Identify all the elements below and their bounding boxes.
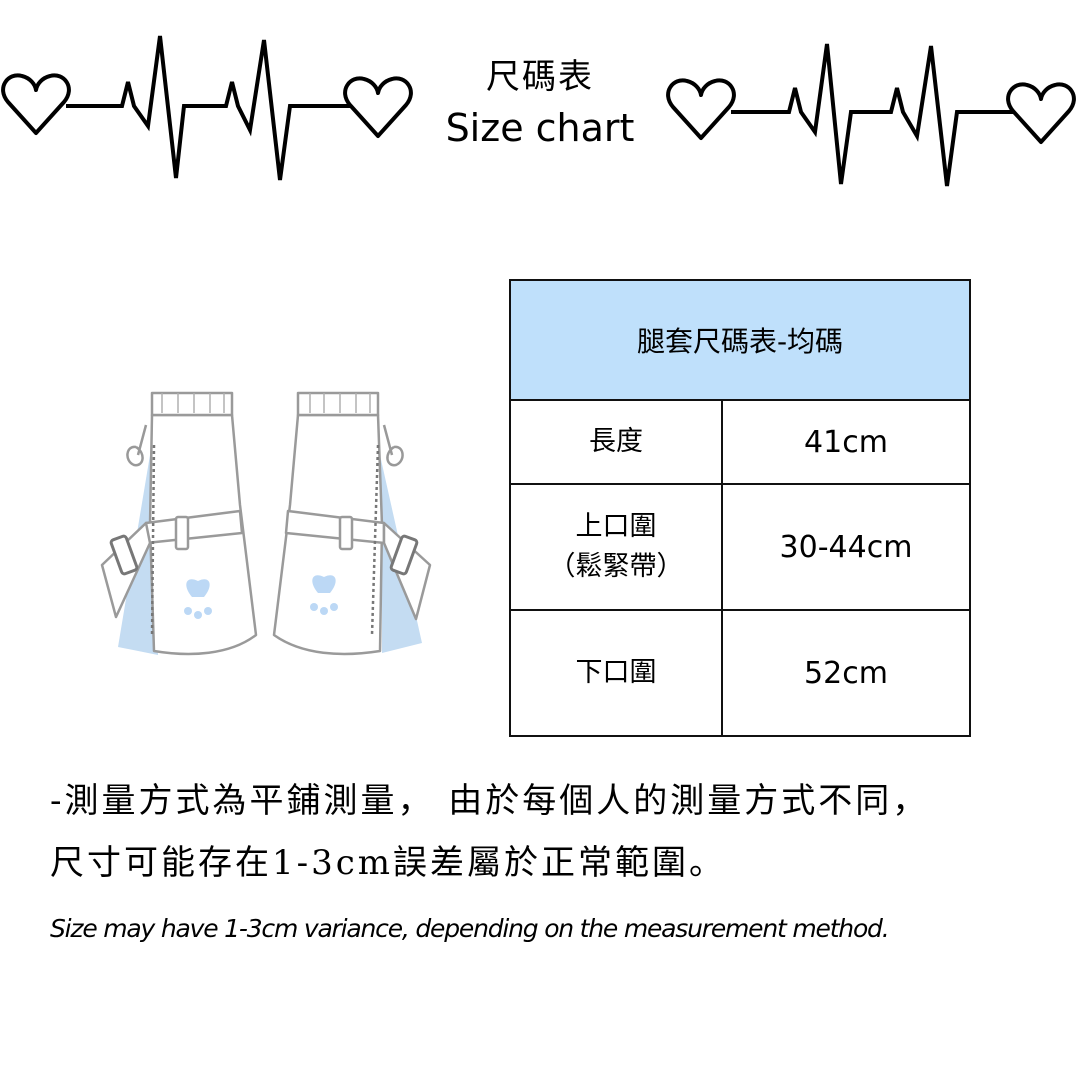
left-warmer-buckle — [109, 534, 139, 576]
heartbeat-line-icon — [66, 35, 350, 181]
heart-icon — [666, 78, 736, 140]
heart-icon — [1, 73, 71, 135]
heart-icon — [1006, 82, 1076, 144]
row-label-bottom-circumference: 下口圍 — [509, 609, 723, 737]
title-block: 尺碼表 Size chart — [420, 52, 660, 154]
row-label-text: 上口圍 — [575, 511, 657, 542]
measurement-note-en: Size may have 1-3cm variance, depending … — [50, 914, 890, 943]
table-row: 長度 41cm — [509, 399, 971, 485]
heartbeat-line-icon — [731, 43, 1013, 187]
row-value-length: 41cm — [721, 399, 971, 485]
table-header-row: 腿套尺碼表-均碼 — [509, 279, 971, 401]
row-label-text: 長度 — [589, 426, 643, 457]
table-header: 腿套尺碼表-均碼 — [509, 279, 971, 401]
page-title-zh: 尺碼表 — [486, 57, 594, 97]
right-leg-warmer — [272, 391, 432, 656]
row-value-bottom-circumference: 52cm — [721, 609, 971, 737]
left-warmer-cuff — [150, 391, 234, 417]
page-title-en: Size chart — [445, 106, 635, 150]
row-sublabel-text: （鬆緊帶） — [548, 551, 684, 582]
heartbeat-decoration-right — [666, 43, 1076, 187]
right-warmer-buckle — [389, 534, 419, 576]
table-row: 上口圍 （鬆緊帶） 30-44cm — [509, 483, 971, 611]
size-table: 腿套尺碼表-均碼 長度 41cm 上口圍 （鬆緊帶） 30-44cm 下口圍 5… — [509, 279, 971, 737]
left-leg-warmer — [100, 391, 258, 656]
row-label-top-circumference: 上口圍 （鬆緊帶） — [509, 483, 723, 611]
row-value-top-circumference: 30-44cm — [721, 483, 971, 611]
row-label-length: 長度 — [509, 399, 723, 485]
right-warmer-paw — [312, 575, 336, 593]
measurement-note-zh: -測量方式為平鋪測量， 由於每個人的測量方式不同， 尺寸可能存在1-3cm誤差屬… — [50, 770, 1050, 894]
leg-warmer-illustration — [100, 391, 432, 656]
note-zh-line-2: 尺寸可能存在1-3cm誤差屬於正常範圍。 — [50, 843, 727, 883]
heart-icon — [343, 76, 413, 138]
right-warmer-cuff — [296, 391, 380, 417]
table-row: 下口圍 52cm — [509, 609, 971, 737]
row-label-text: 下口圍 — [575, 657, 657, 688]
note-zh-line-1: -測量方式為平鋪測量， 由於每個人的測量方式不同， — [50, 781, 930, 821]
heartbeat-decoration-left — [1, 35, 413, 181]
left-warmer-paw — [186, 579, 210, 597]
